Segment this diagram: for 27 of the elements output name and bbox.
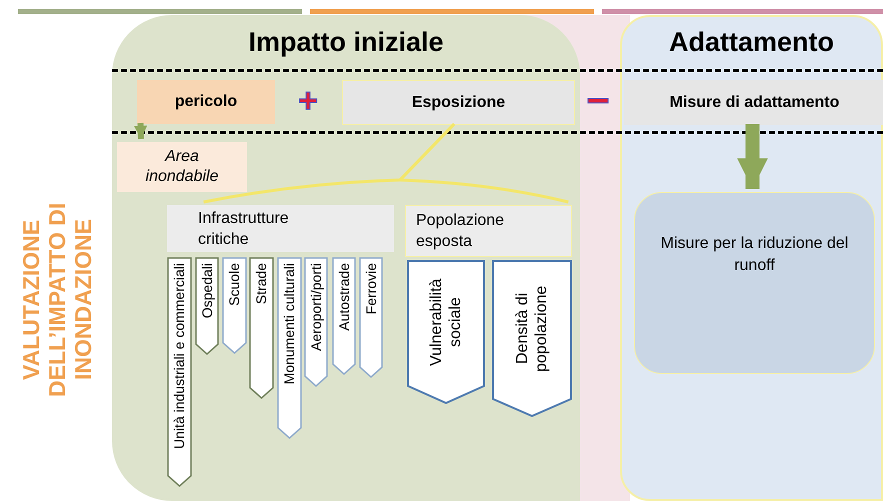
pennant-tag: Monumenti culturali bbox=[277, 257, 302, 439]
plus-sign: + bbox=[297, 84, 319, 118]
pennant-tag: Unità industriali e commerciali bbox=[167, 257, 192, 487]
pennant-tag: Densità di popolazione bbox=[492, 260, 572, 417]
adaptation-panel bbox=[620, 15, 883, 501]
category-box: Popolazione esposta bbox=[405, 205, 572, 257]
pennant-tag: Autostrade bbox=[332, 257, 356, 375]
block-arrow bbox=[134, 122, 148, 140]
pennant-tag: Vulnerabilità sociale bbox=[407, 260, 485, 404]
side-title: VALUTAZIONE DELL’IMPATTO DI INONDAZIONE bbox=[18, 202, 97, 400]
impact-panel bbox=[112, 15, 580, 501]
pennant-tag: Ferrovie bbox=[359, 257, 383, 378]
category-box: Infrastrutture critiche bbox=[167, 205, 394, 252]
minus-sign: − bbox=[585, 84, 611, 118]
panel-heading: Adattamento bbox=[668, 27, 835, 58]
runoff-box: Misure per la riduzione del runoff bbox=[634, 192, 875, 374]
measures-box: Misure di adattamento bbox=[624, 80, 883, 125]
block-arrow bbox=[737, 124, 768, 189]
panel-heading: Impatto iniziale bbox=[247, 27, 445, 58]
hazard-box: pericolo bbox=[137, 80, 275, 124]
pennant-tag: Aeroporti/porti bbox=[304, 257, 328, 387]
exposure-box: Esposizione bbox=[342, 80, 575, 125]
pennant-tag: Scuole bbox=[222, 257, 247, 354]
connector-line bbox=[398, 122, 569, 204]
pennant-tag: Strade bbox=[249, 257, 274, 399]
flood-area-box: Area inondabile bbox=[117, 142, 247, 192]
pennant-tag: Ospedali bbox=[195, 257, 219, 355]
